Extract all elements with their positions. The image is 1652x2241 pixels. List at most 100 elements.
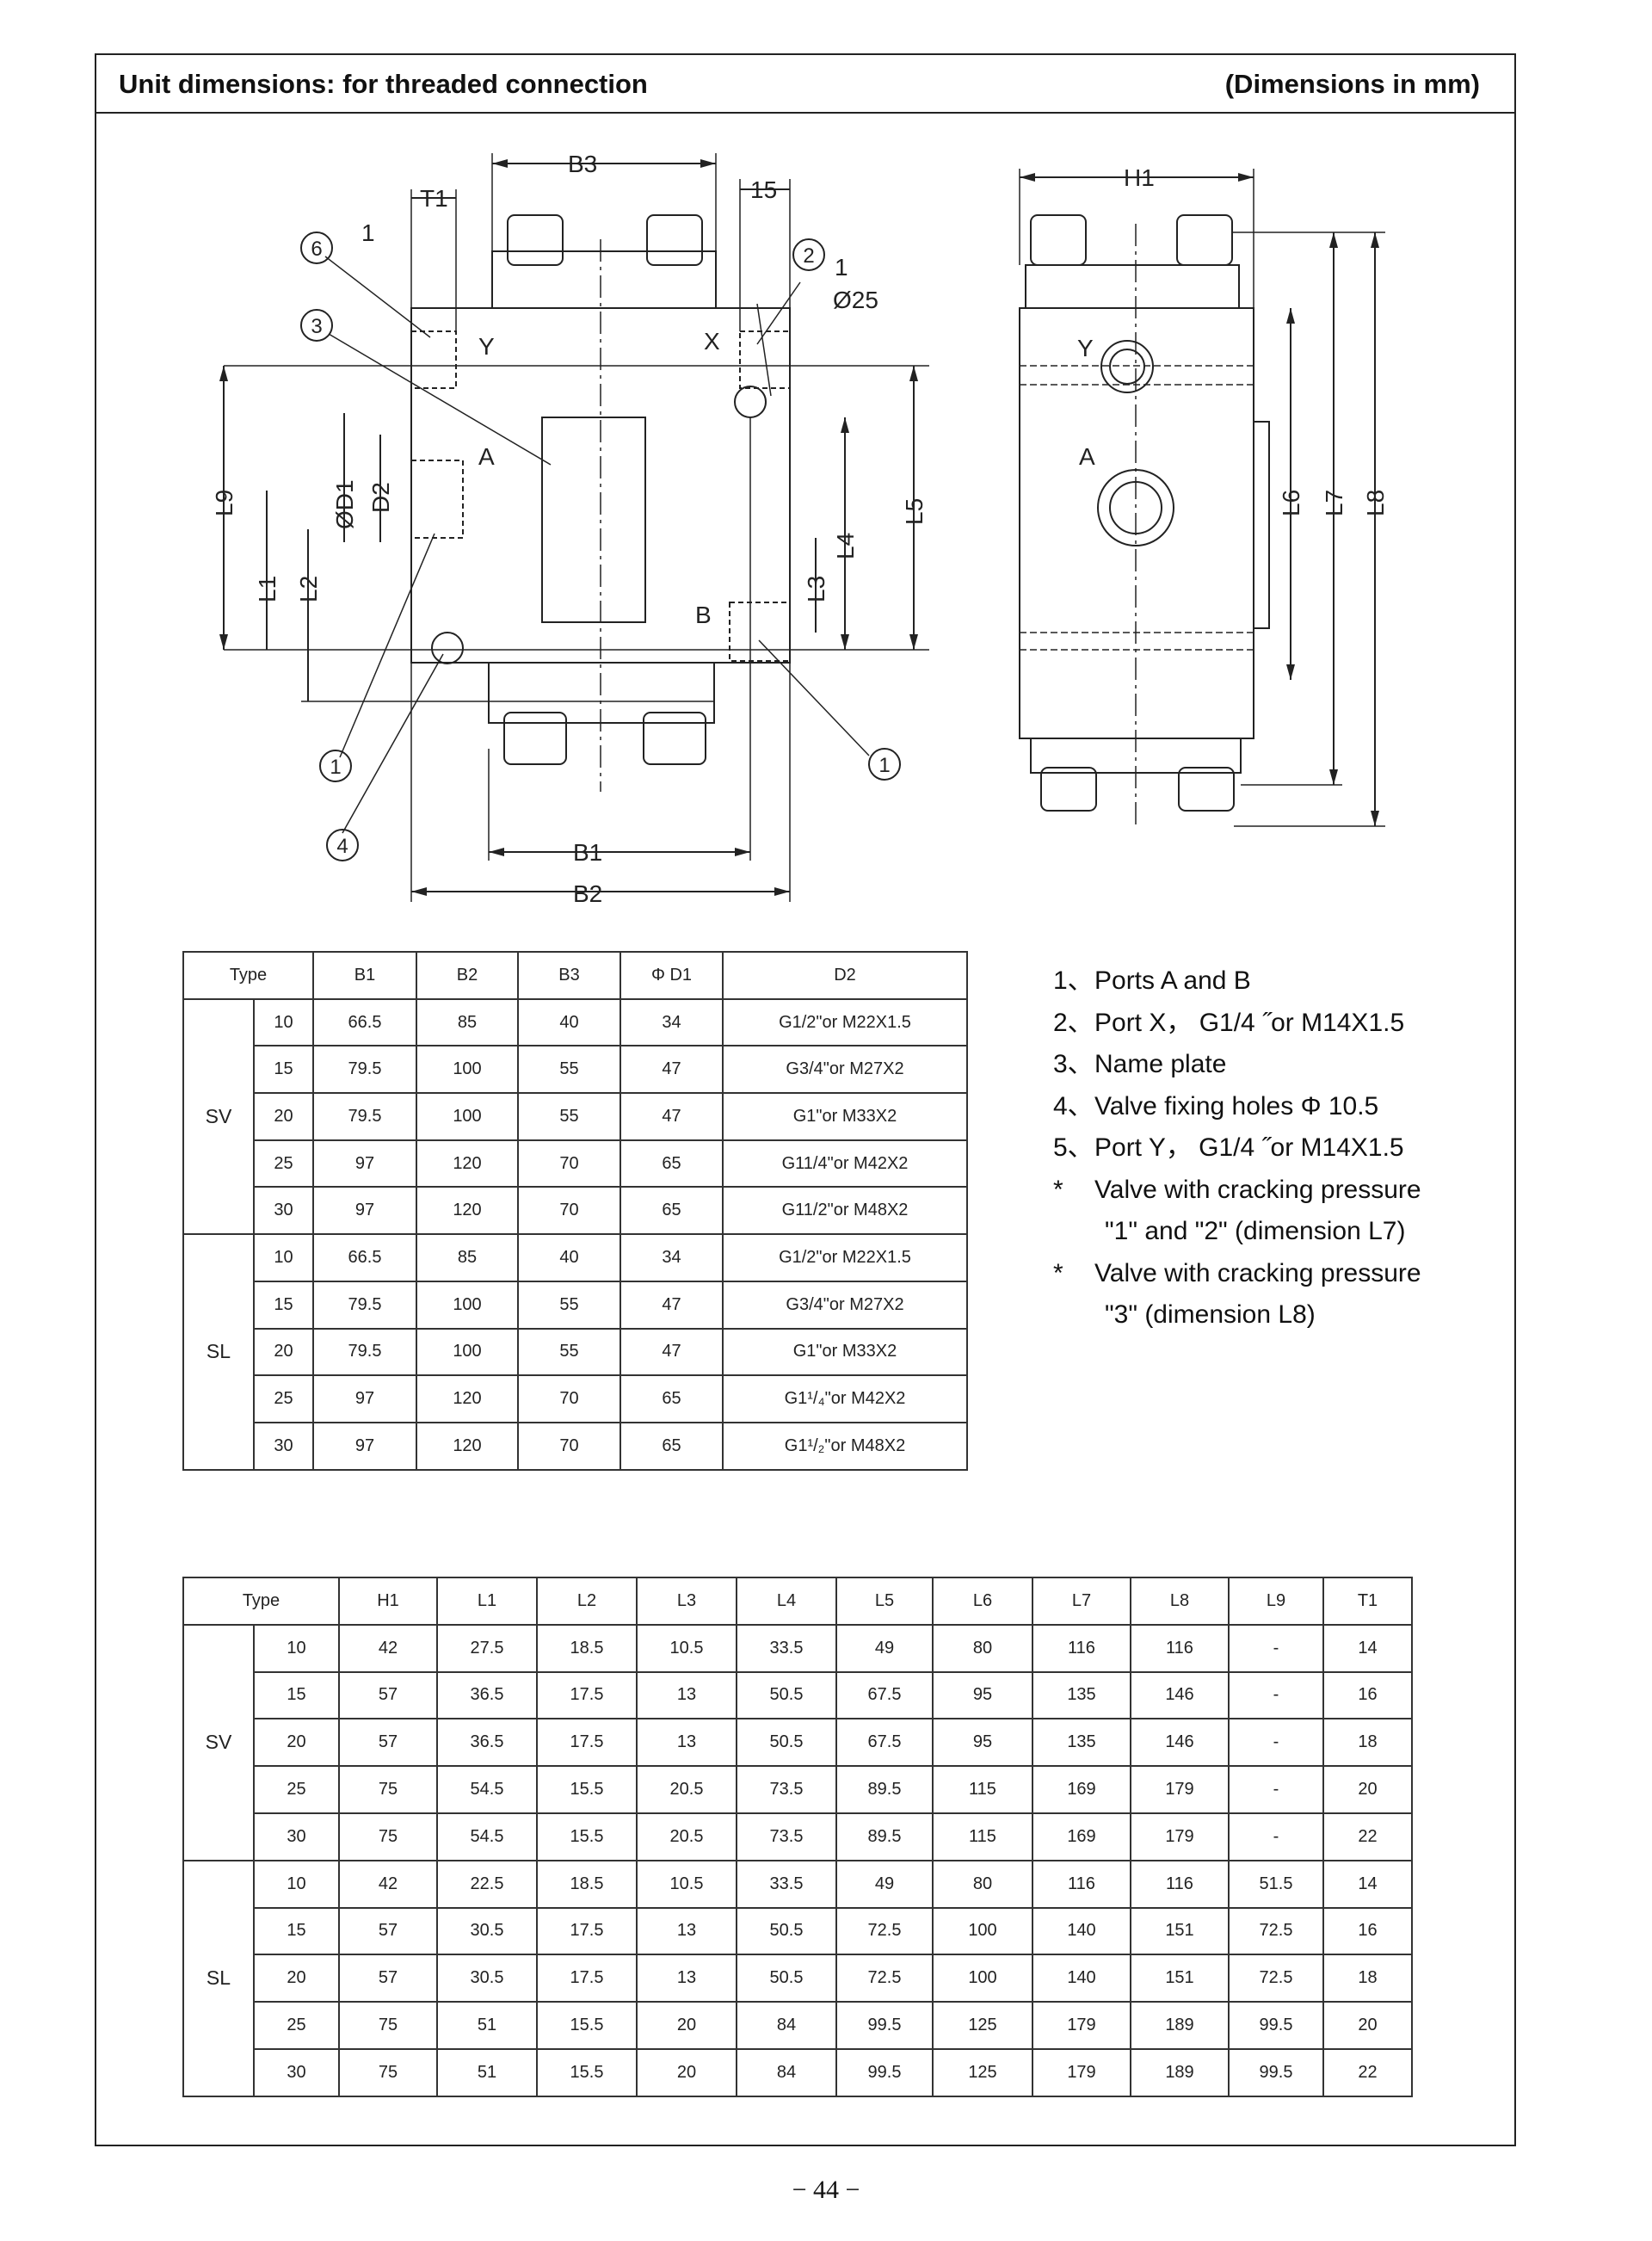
label-l1: L1	[254, 576, 280, 602]
cell: 25	[253, 1765, 340, 1814]
cell: 33.5	[736, 1859, 837, 1909]
group-label: SL	[182, 1859, 255, 2097]
cell: 120	[416, 1374, 519, 1423]
cell: 34	[620, 1233, 724, 1282]
cell: 70	[517, 1186, 621, 1236]
cell: 57	[338, 1718, 438, 1768]
side-view	[1019, 169, 1385, 827]
cell: 50.5	[736, 1954, 837, 2003]
cell: 22.5	[436, 1859, 538, 1909]
side-bottom-boss-left	[1040, 767, 1097, 812]
table-row: 20 57 36.5 17.5 13 50.5 67.5 95 135 146 …	[183, 1718, 1413, 1768]
cell: 97	[312, 1139, 417, 1188]
cell: 20	[253, 1954, 340, 2003]
fixing-hole-top	[734, 386, 767, 418]
cell: G3/4"or M27X2	[722, 1280, 968, 1330]
port-b	[729, 602, 791, 662]
cell: 27.5	[436, 1623, 538, 1673]
label-b1: B1	[573, 839, 602, 866]
cell: -	[1228, 1670, 1324, 1720]
cell: 20	[253, 1092, 314, 1141]
cell: 54.5	[436, 1765, 538, 1814]
top-cap	[491, 250, 717, 309]
table-row: SL 10 42 22.5 18.5 10.5 33.5 49 80 116 1…	[182, 1859, 1413, 2097]
col-l2: L2	[536, 1577, 638, 1626]
cell: 15.5	[536, 2001, 638, 2050]
cell: 179	[1032, 2001, 1131, 2050]
cell: 115	[932, 1765, 1033, 1814]
cell: 84	[736, 2001, 837, 2050]
cell: 169	[1032, 1765, 1131, 1814]
cell: 73.5	[736, 1812, 837, 1861]
cell: 100	[932, 1954, 1033, 2003]
cell: 18.5	[536, 1623, 638, 1673]
col-l8: L8	[1130, 1577, 1230, 1626]
cell: 47	[620, 1045, 724, 1095]
cell: 100	[932, 1906, 1033, 1956]
cell: 55	[517, 1280, 621, 1330]
legend-num: 1、	[1053, 966, 1094, 995]
cell: 65	[620, 1421, 724, 1471]
cell: 99.5	[835, 2047, 934, 2097]
cell: 72.5	[835, 1906, 934, 1956]
callout-1-left-text: 1	[330, 756, 341, 779]
table-row: SL 10 66.5 85 40 34 G1/2"or M22X1.5	[182, 1233, 968, 1471]
bottom-boss-left	[503, 712, 567, 765]
cell: 15	[253, 1280, 314, 1330]
side-body	[1019, 307, 1254, 739]
cell: 14	[1322, 1859, 1413, 1909]
label-l8: L8	[1362, 490, 1389, 516]
cell: 115	[932, 1812, 1033, 1861]
cell: 36.5	[436, 1670, 538, 1720]
table-row: 25 97 120 70 65 G11/4"or M42X2	[183, 1139, 968, 1188]
group-label: SV	[182, 997, 255, 1236]
top-boss-left	[507, 214, 564, 266]
cell: 100	[416, 1280, 519, 1330]
legend-text: Valve with cracking pressure	[1094, 1258, 1421, 1287]
cell: 65	[620, 1139, 724, 1188]
legend-item: *Valve with cracking pressure	[1053, 1253, 1421, 1295]
cell: 116	[1032, 1623, 1131, 1673]
cell: 75	[338, 2001, 438, 2050]
cell: 30	[253, 1186, 314, 1236]
cell: 10.5	[636, 1859, 737, 1909]
label-t1: T1	[420, 185, 448, 212]
cell: 25	[253, 1374, 314, 1423]
port-a	[410, 460, 464, 539]
cell: 47	[620, 1327, 724, 1377]
cell: 67.5	[835, 1670, 934, 1720]
legend-text: Valve fixing holes Φ 10.5	[1094, 1091, 1379, 1120]
cell: -	[1228, 1812, 1324, 1861]
cell: 125	[932, 2047, 1033, 2097]
cell: -	[1228, 1623, 1324, 1673]
callout-3-text: 3	[311, 315, 322, 338]
port-x	[739, 330, 791, 389]
side-tab	[1253, 421, 1270, 629]
cell: 79.5	[312, 1092, 417, 1141]
cell: 140	[1032, 1954, 1131, 2003]
unit-note: (Dimensions in mm)	[1224, 69, 1480, 99]
cell: 89.5	[835, 1765, 934, 1814]
cell: 17.5	[536, 1718, 638, 1768]
table-row: 20 79.5 100 55 47 G1"or M33X2	[183, 1092, 968, 1141]
cell: 49	[835, 1623, 934, 1673]
table-row: 25 75 51 15.5 20 84 99.5 125 179 189 99.…	[183, 2001, 1413, 2050]
cell: 40	[517, 997, 621, 1047]
table-row: 15 79.5 100 55 47 G3/4"or M27X2	[183, 1045, 968, 1095]
cell: 40	[517, 1233, 621, 1282]
table-row: 30 97 120 70 65 G11/2"or M48X2	[183, 1186, 968, 1236]
label-a: A	[478, 443, 495, 470]
label-x: X	[704, 328, 720, 355]
cell: 99.5	[1228, 2047, 1324, 2097]
bottom-boss-right	[643, 712, 706, 765]
legend-item: 2、Port X， G1/4 ˝or M14X1.5	[1053, 1003, 1421, 1045]
table-row: 15 79.5 100 55 47 G3/4"or M27X2	[183, 1280, 968, 1330]
table-row: 20 79.5 100 55 47 G1"or M33X2	[183, 1327, 968, 1377]
legend-text: "3" (dimension L8)	[1105, 1300, 1316, 1329]
cell: 66.5	[312, 1233, 417, 1282]
cell: 30	[253, 1421, 314, 1471]
cell: 16	[1322, 1670, 1413, 1720]
cell: 30.5	[436, 1906, 538, 1956]
cell: 55	[517, 1092, 621, 1141]
cell: 47	[620, 1092, 724, 1141]
